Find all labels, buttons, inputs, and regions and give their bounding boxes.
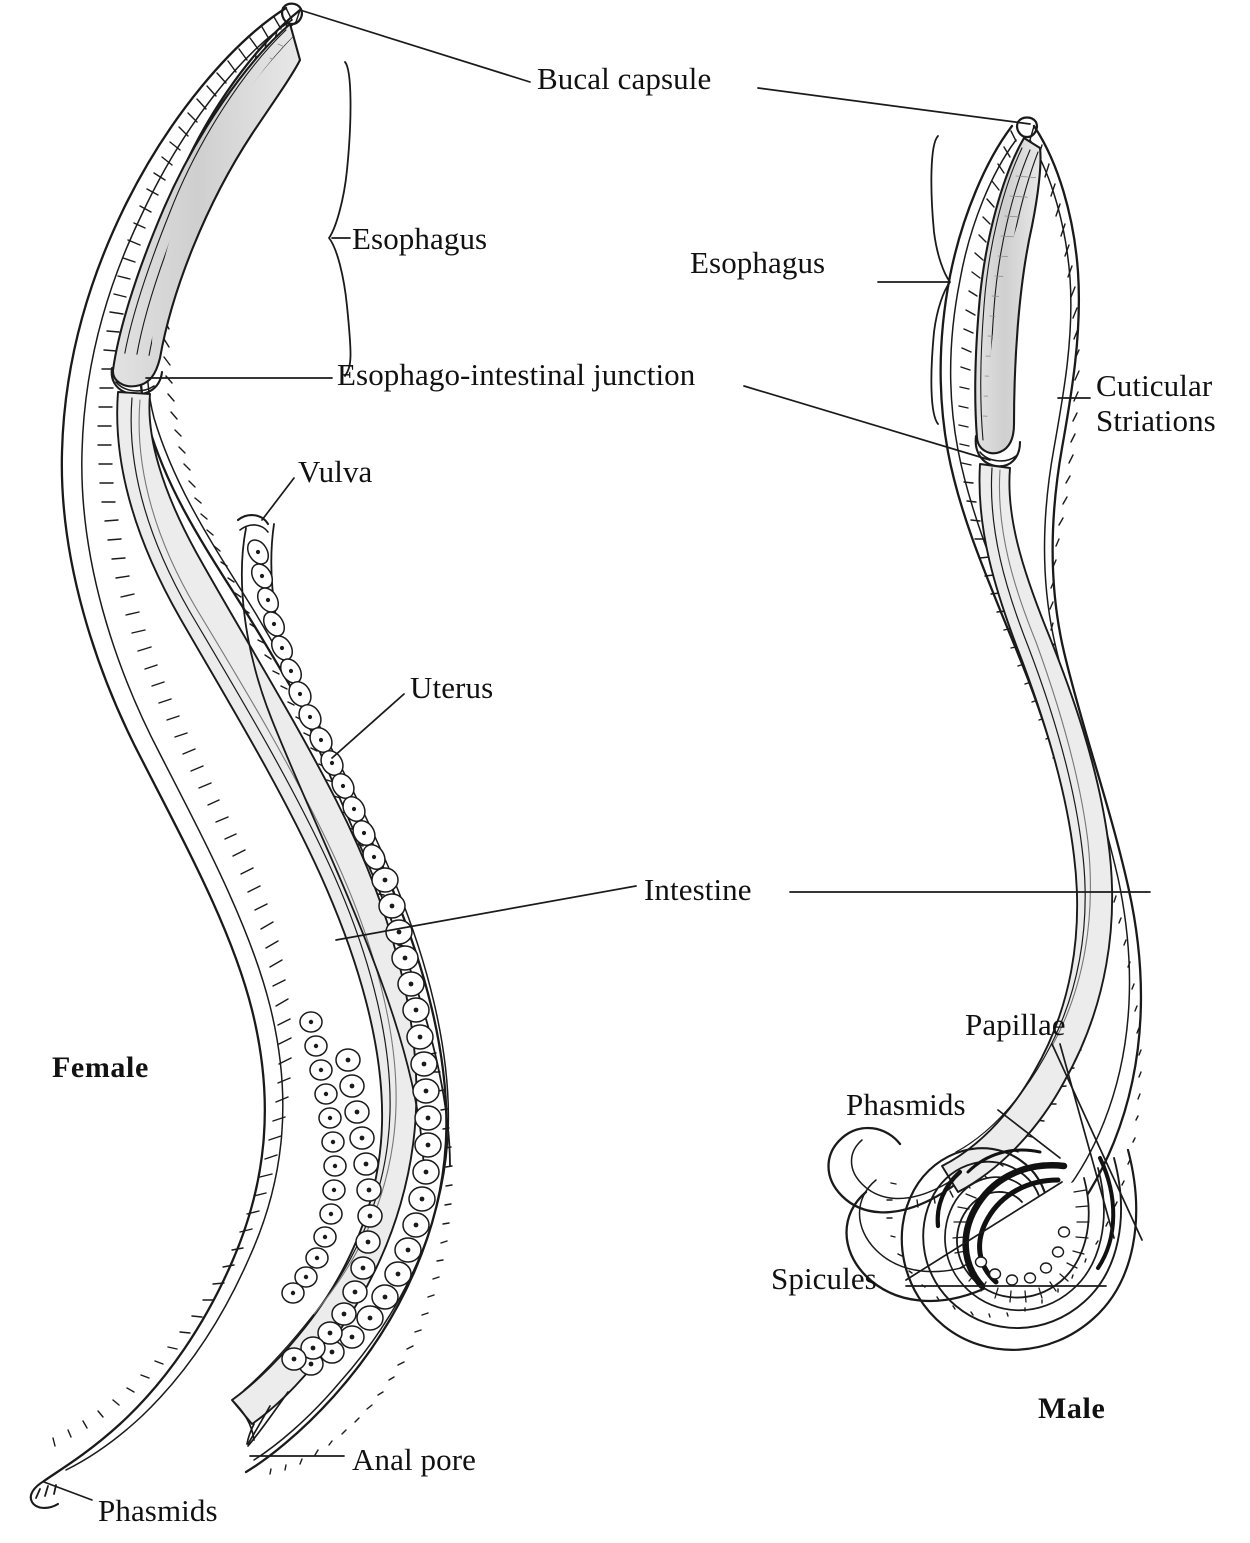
female-tail-tip <box>29 1479 60 1509</box>
male-tail-third-coil <box>944 1167 1105 1312</box>
label-spicules: Spicules <box>771 1261 877 1296</box>
leader-intestine-female <box>335 885 637 941</box>
male-bucal-capsule <box>1016 116 1038 139</box>
label-cuticular-striations: Cuticular Striations <box>1096 368 1216 438</box>
leader-vulva <box>261 477 295 521</box>
female-anal-pore <box>231 1391 289 1447</box>
female-vulva-lip <box>239 524 269 533</box>
caption-male: Male <box>1038 1392 1106 1425</box>
label-bucal-capsule: Bucal capsule <box>537 61 712 96</box>
female-eij-cap <box>115 381 155 392</box>
label-esophago-intestinal-junction: Esophago-intestinal junction <box>337 357 696 392</box>
male-bursal-rim <box>935 1169 963 1229</box>
female-uterus-wall <box>240 527 425 1181</box>
label-uterus: Uterus <box>410 670 494 705</box>
female-vulva <box>236 514 270 526</box>
female-intestinal-cells <box>281 867 442 1376</box>
label-vulva: Vulva <box>298 454 373 489</box>
female-esophagus <box>111 22 302 388</box>
male-bursal-rim-2 <box>966 1148 1042 1174</box>
label-intestine: Intestine <box>644 872 752 907</box>
label-esophagus-female: Esophagus <box>352 221 488 256</box>
female-worm <box>29 2 453 1509</box>
leader-eij-male <box>743 385 991 461</box>
female-cuticular-striations <box>52 7 453 1475</box>
male-worm <box>827 116 1143 1351</box>
male-intestine-lumen <box>998 469 1091 1047</box>
male-cuticle-inner-right <box>858 139 1131 1273</box>
leader-bucal-capsule-male <box>757 87 1031 125</box>
brace-esophagus-female <box>328 61 352 377</box>
male-tail-coil <box>900 1147 1138 1351</box>
female-intestine-lumen <box>138 399 397 1315</box>
label-esophagus-male: Esophagus <box>690 245 826 280</box>
leader-uterus <box>331 693 405 759</box>
caption-female: Female <box>52 1051 149 1084</box>
female-bucal-capsule <box>281 2 303 26</box>
leader-spicules-a <box>905 1181 1063 1281</box>
leader-papillae-b <box>1059 1043 1115 1239</box>
label-papillae: Papillae <box>965 1007 1066 1042</box>
female-phasmid-notch <box>35 1484 57 1499</box>
leader-phasmids-female <box>43 1481 93 1501</box>
label-phasmids-male: Phasmids <box>846 1087 966 1122</box>
label-phasmids-female: Phasmids <box>98 1493 218 1528</box>
leader-phasmids-male <box>997 1109 1061 1159</box>
male-intestine-wall-outer <box>941 463 1114 1193</box>
male-esophagus <box>974 136 1042 455</box>
leader-bucal-capsule-female <box>299 9 531 83</box>
brace-esophagus-male <box>930 135 951 425</box>
label-anal-pore: Anal pore <box>352 1442 476 1477</box>
male-cuticle-outer-right <box>845 124 1143 1303</box>
female-cuticle-inner-left <box>65 19 293 1471</box>
leader-papillae-a <box>1051 1043 1143 1241</box>
male-intestine-wall-inner <box>955 467 1086 1153</box>
male-papillae <box>974 1226 1071 1286</box>
female-uterus-eggs <box>246 539 386 870</box>
male-eij-cap <box>979 451 1017 462</box>
leader-lines <box>43 9 1151 1501</box>
female-cuticle-outer-left <box>42 6 288 1483</box>
